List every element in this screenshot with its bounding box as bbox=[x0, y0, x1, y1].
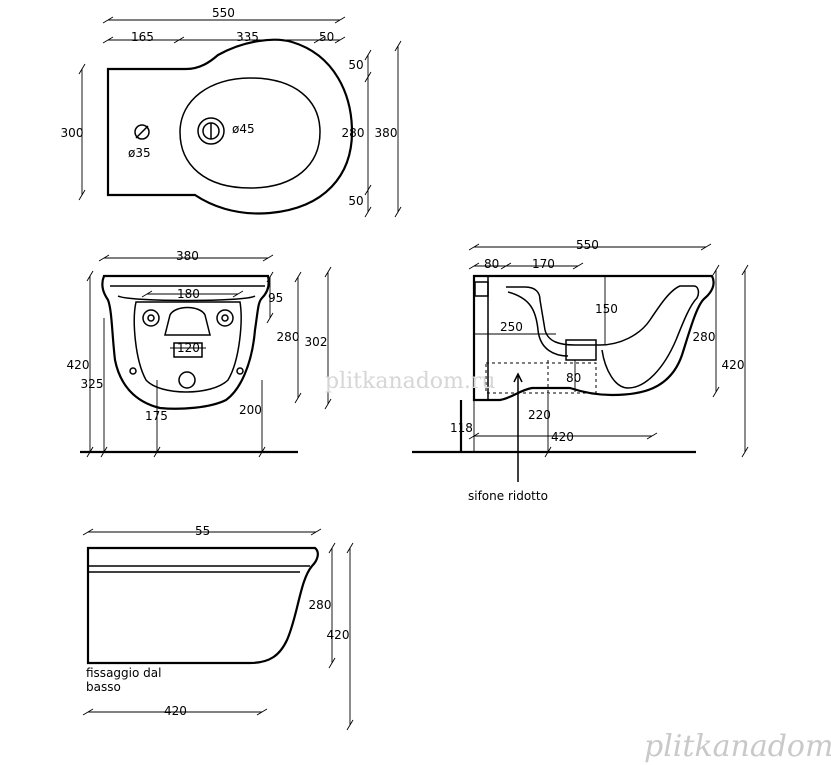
fixing-bolt-right bbox=[216, 309, 234, 327]
note-line-2: basso bbox=[86, 680, 121, 694]
dim-front-420: 420 bbox=[67, 358, 90, 372]
bowl-inner bbox=[179, 77, 321, 189]
side-bowl-inner bbox=[506, 285, 700, 389]
dim-side-80b: 80 bbox=[566, 371, 581, 385]
dim-top-50a: 50 bbox=[348, 58, 363, 72]
dim-top-380: 380 bbox=[375, 126, 398, 140]
dim-side-150: 150 bbox=[595, 302, 618, 316]
side-view: sifone ridotto 550 80 170 150 250 280 42… bbox=[412, 238, 749, 503]
dim-side-550: 550 bbox=[576, 238, 599, 252]
front-outline bbox=[101, 274, 270, 410]
dim-top-335: 335 bbox=[236, 30, 259, 44]
dim-bottom-280: 280 bbox=[309, 598, 332, 612]
top-view: 550 165 335 50 300 ø35 ø45 50 280 50 380 bbox=[61, 6, 402, 218]
dim-side-280: 280 bbox=[693, 330, 716, 344]
drain-hole-45 bbox=[197, 117, 225, 145]
dim-front-175: 175 bbox=[145, 409, 168, 423]
dim-bottom-420-horizontal: 420 bbox=[164, 704, 187, 718]
front-inner-basin bbox=[133, 301, 242, 393]
bottom-view: 55 280 420 420 fissaggio dal basso bbox=[82, 524, 354, 731]
dim-top-550: 550 bbox=[212, 6, 235, 20]
bottom-outline bbox=[86, 546, 319, 665]
fixing-bolt-left bbox=[142, 309, 160, 327]
dim-front-380: 380 bbox=[176, 249, 199, 263]
dim-top-300: 300 bbox=[61, 126, 84, 140]
top-view-outline bbox=[106, 38, 354, 215]
dim-side-80: 80 bbox=[484, 257, 499, 271]
dim-top-50: 50 bbox=[319, 30, 334, 44]
dim-front-95: 95 bbox=[268, 291, 283, 305]
label-hole-35: ø35 bbox=[128, 146, 151, 160]
dim-side-170: 170 bbox=[532, 257, 555, 271]
siphon-dashed-box bbox=[485, 362, 597, 394]
tap-hole-35 bbox=[134, 124, 150, 140]
label-siphon: sifone ridotto bbox=[468, 489, 548, 503]
dim-bottom-55: 55 bbox=[195, 524, 210, 538]
dim-front-325: 325 bbox=[81, 377, 104, 391]
dim-side-420-vertical: 420 bbox=[722, 358, 745, 372]
dim-front-120: 120 bbox=[177, 341, 200, 355]
front-view: 380 180 120 95 280 302 420 325 175 bbox=[67, 249, 332, 458]
dim-side-420-horizontal: 420 bbox=[551, 430, 574, 444]
note-line-1: fissaggio dal bbox=[86, 666, 161, 680]
dim-side-118: 118 bbox=[450, 421, 473, 435]
dim-front-280: 280 bbox=[277, 330, 300, 344]
dim-front-302: 302 bbox=[305, 335, 328, 349]
dim-side-250: 250 bbox=[500, 320, 523, 334]
dim-front-180: 180 bbox=[177, 287, 200, 301]
side-outline bbox=[472, 274, 715, 402]
siphon-fitting bbox=[565, 339, 597, 361]
dim-bottom-420-vertical: 420 bbox=[327, 628, 350, 642]
drain-outlet bbox=[178, 371, 196, 389]
watermark-corner: plitkanadom.ru bbox=[644, 729, 831, 764]
dim-top-280: 280 bbox=[342, 126, 365, 140]
label-hole-45: ø45 bbox=[232, 122, 255, 136]
dim-top-165: 165 bbox=[131, 30, 154, 44]
dim-side-220: 220 bbox=[528, 408, 551, 422]
dim-front-200: 200 bbox=[239, 403, 262, 417]
dim-top-50b: 50 bbox=[348, 194, 363, 208]
watermark-center: plitkanadom.ru bbox=[325, 369, 496, 394]
